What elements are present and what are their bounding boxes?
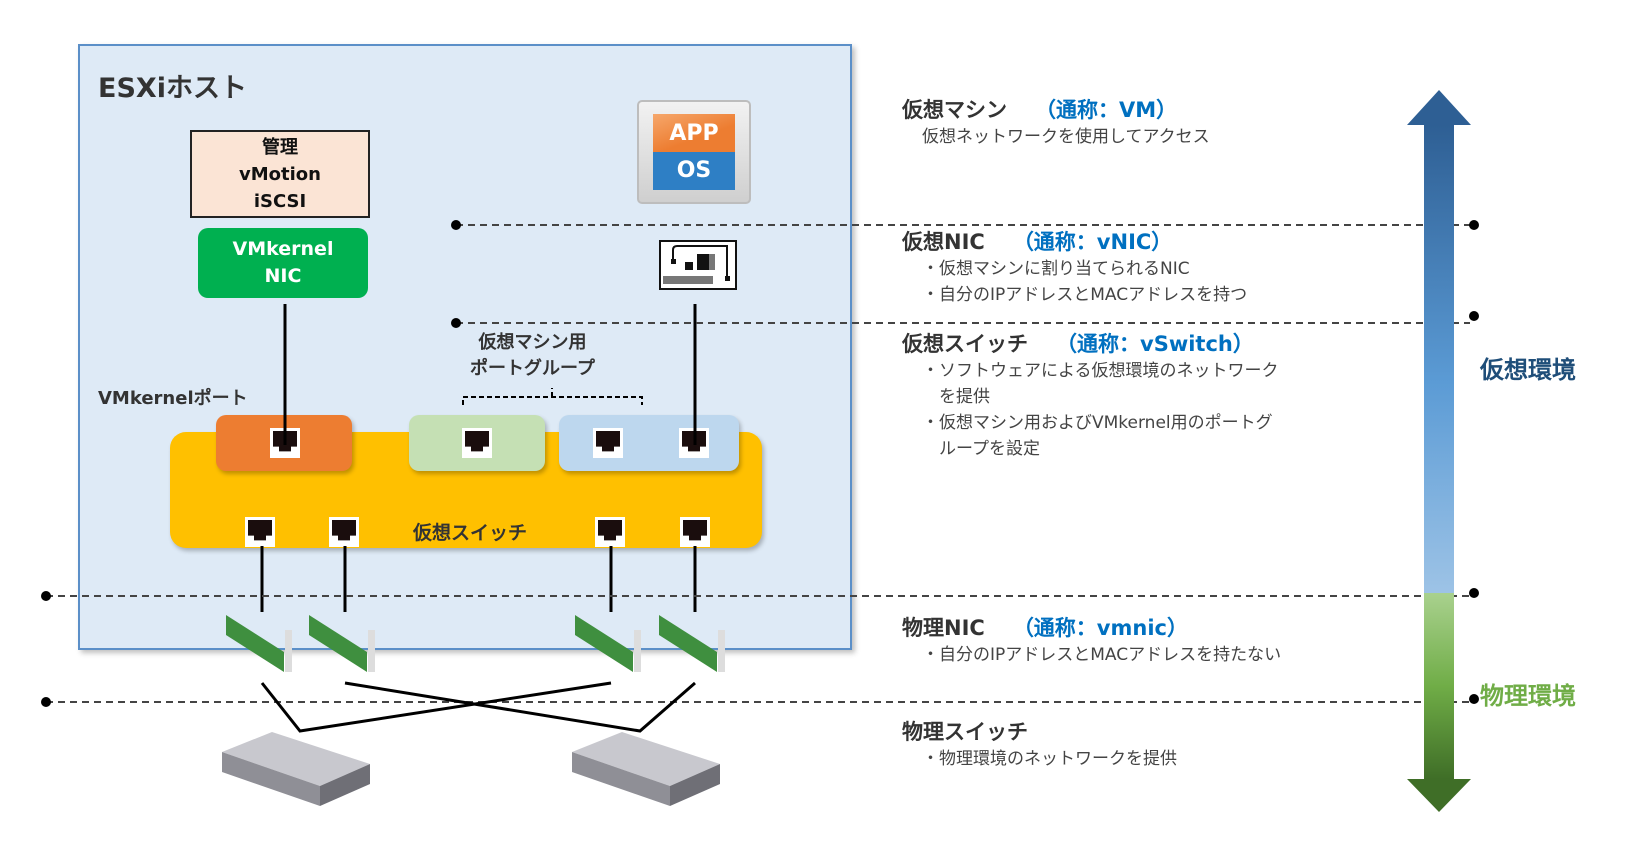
section-alias: （通称：vNIC） [1012,230,1173,254]
physical-cable-2 [344,681,696,733]
section-alias: （通称：vmnic） [1012,616,1188,640]
physical-nic-icon [659,615,725,672]
section-line: 仮想ネットワークを使用してアクセス [922,127,1210,147]
vm-portgroup-label: 仮想マシン用 ポートグループ [470,330,595,382]
level-lines [46,224,1470,703]
physical-nic-icon [575,615,641,672]
section-title: 仮想マシン [902,98,1007,122]
vm-port-icon [593,428,623,458]
uplink-port-icon [595,517,625,547]
section-line: ・物理環境のネットワークを提供 [922,749,1177,769]
vnic-card-icon [659,240,737,290]
portgroup-bracket [462,388,643,405]
physical-cable-1 [260,681,612,733]
vm-port-group-2 [559,415,739,471]
arrow-up-head [1407,90,1471,125]
service-vmotion: vMotion [239,164,321,185]
arrow-down-head [1407,779,1471,812]
esxi-host-title: ESXiホスト [98,73,247,104]
section-title: 仮想スイッチ [902,332,1028,356]
vmkernel-nic-label-2: NIC [264,265,302,287]
section-vm: 仮想マシン （通称：VM） 仮想ネットワークを使用してアクセス [902,94,1210,150]
vm-port-icon [462,428,492,458]
section-line: ・ソフトウェアによる仮想環境のネットワーク [922,361,1279,381]
physical-switch-icon [222,732,370,806]
section-line: ・自分のIPアドレスとMACアドレスを持つ [922,285,1248,305]
uplink-port-icon [245,517,275,547]
service-iscsi: iSCSI [253,191,307,212]
service-management: 管理 [262,137,298,158]
vmkernel-port-label: VMkernelポート [98,388,248,409]
virtual-environment-label: 仮想環境 [1480,356,1576,384]
section-vnic: 仮想NIC （通称：vNIC） ・仮想マシンに割り当てられるNIC ・自分のIPア… [902,226,1247,308]
physical-environment-label: 物理環境 [1480,682,1576,710]
section-vmnic: 物理NIC （通称：vmnic） ・自分のIPアドレスとMACアドレスを持たない [902,612,1281,668]
uplink-port-icon [680,517,710,547]
vmkernel-nic: VMkernel NIC [198,228,368,298]
section-line: ループを設定 [922,439,1040,459]
physical-switch-icon [572,732,720,806]
virtual-env-bar [1424,125,1454,593]
section-line: を提供 [922,387,990,407]
section-title: 物理スイッチ [902,720,1028,744]
physical-nic-icon [309,615,375,672]
section-vswitch: 仮想スイッチ （通称：vSwitch） ・ソフトウェアによる仮想環境のネットワーク… [902,328,1279,462]
vswitch-label: 仮想スイッチ [413,522,528,544]
vm-app-layer: APP [653,114,735,152]
uplink-port-icon [329,517,359,547]
section-physical-switch: 物理スイッチ ・物理環境のネットワークを提供 [902,716,1177,772]
physical-nic-icon [226,615,292,672]
section-line: ・自分のIPアドレスとMACアドレスを持たない [922,645,1282,665]
physical-env-bar [1424,593,1454,779]
vmkernel-nic-label-1: VMkernel [232,238,334,260]
vm-os-layer: OS [653,152,735,190]
section-line: ・仮想マシンに割り当てられるNIC [922,259,1190,279]
section-title: 仮想NIC [902,230,985,254]
vm-portgroup-label-line2: ポートグループ [470,358,595,379]
level-dots [41,220,1479,707]
section-alias: （通称：vSwitch） [1056,332,1254,356]
section-line: ・仮想マシン用およびVMkernel用のポートグ [922,413,1273,433]
section-alias: （通称：VM） [1035,98,1178,122]
vm-portgroup-label-line1: 仮想マシン用 [478,332,587,353]
virtual-machine-icon: APP OS [637,100,751,204]
vnic-card-graphic [663,245,730,284]
vmkernel-services-box: 管理 vMotion iSCSI [190,130,370,218]
section-title: 物理NIC [902,616,985,640]
